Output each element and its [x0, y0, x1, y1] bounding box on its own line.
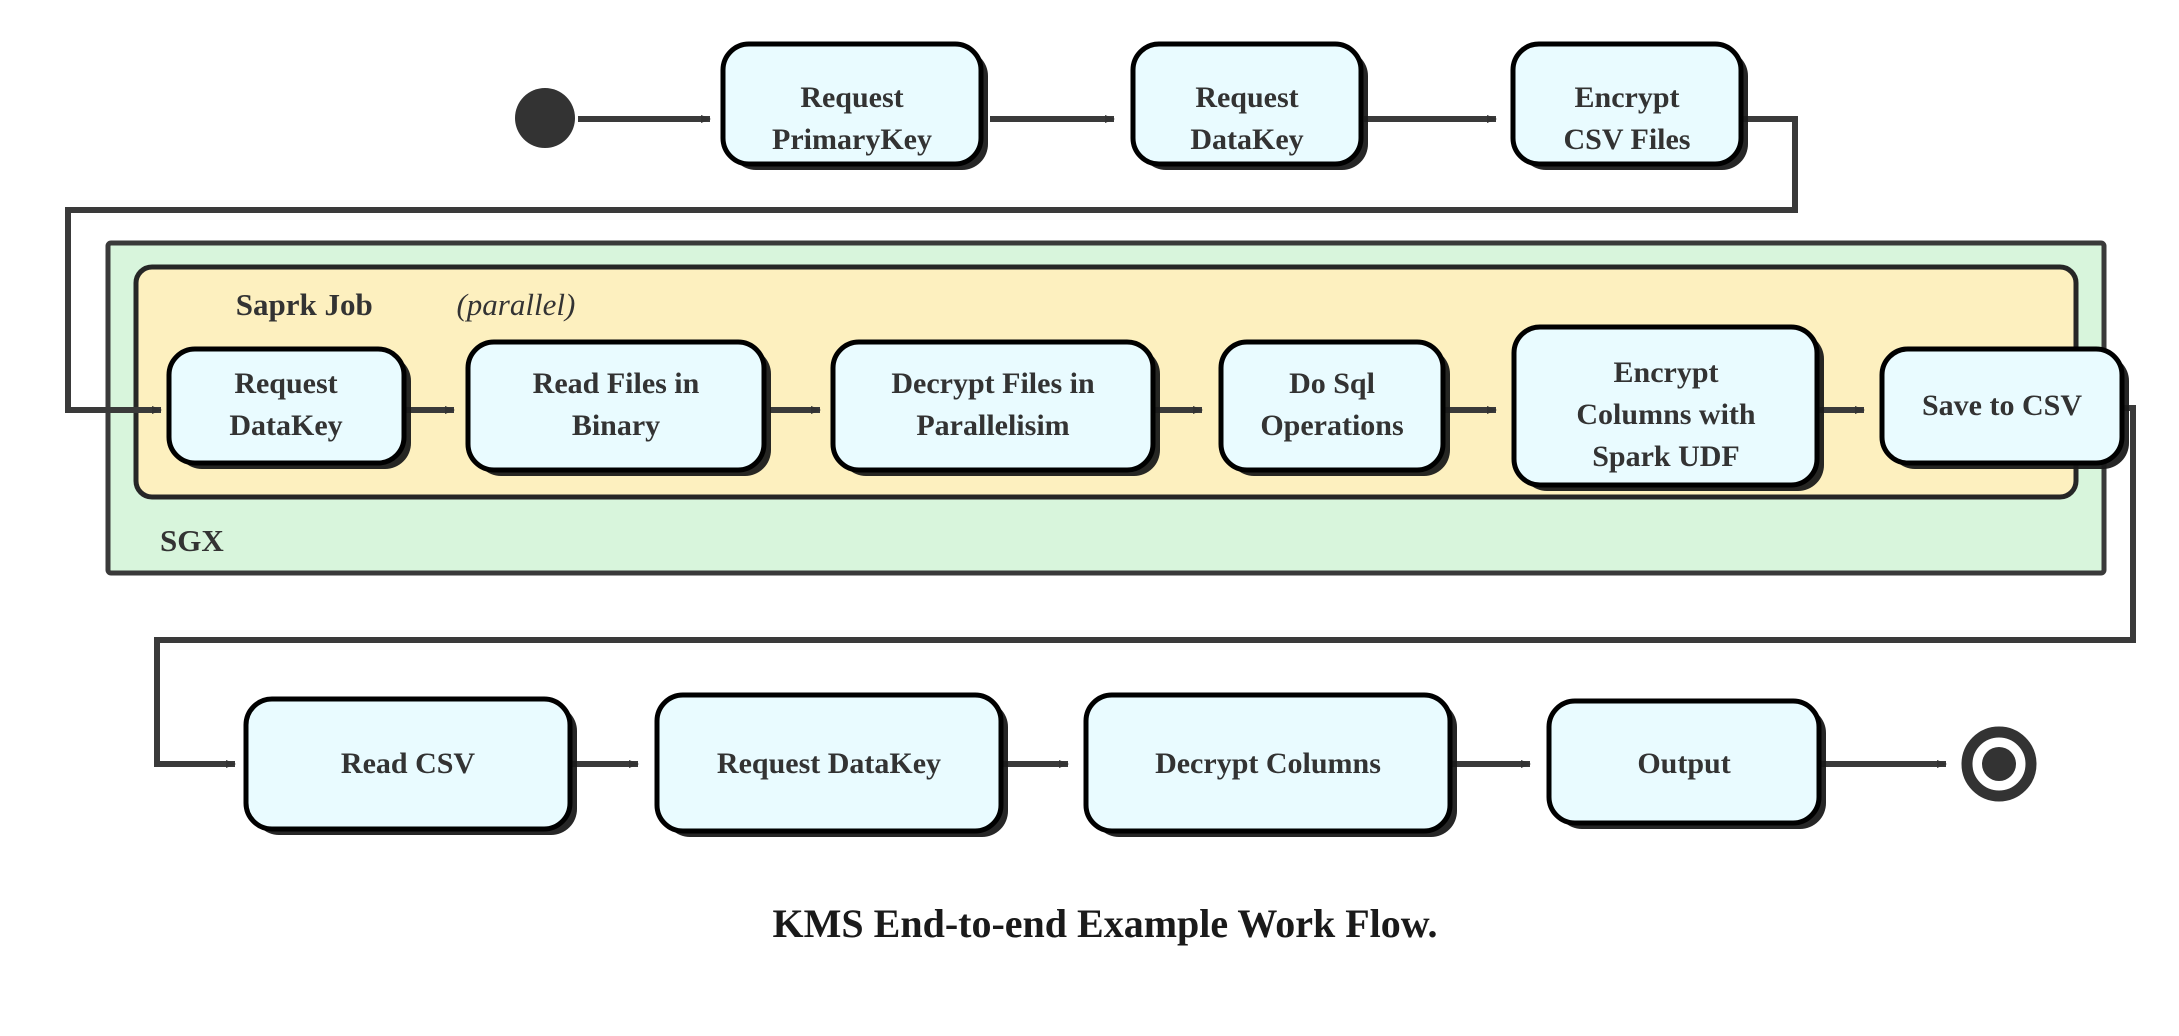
node-request-datakey-spark-line2: DataKey	[229, 409, 342, 442]
node-encrypt-csv-files-line2: CSV Files	[1564, 123, 1691, 156]
node-read-files-in-binary[interactable]: Read Files in Binary	[465, 339, 771, 476]
node-decrypt-files-in-parallelisim-line1: Decrypt Files in	[891, 367, 1095, 400]
node-decrypt-files-in-parallelisim[interactable]: Decrypt Files in Parallelisim	[830, 339, 1160, 476]
node-encrypt-columns-line1: Encrypt	[1614, 356, 1719, 389]
node-output-line1: Output	[1637, 747, 1730, 780]
start-node	[515, 88, 575, 148]
node-do-sql-operations-line1: Do Sql	[1289, 367, 1375, 400]
node-request-datakey-spark-line1: Request	[234, 367, 337, 400]
spark-job-label-bold: Saprk Job	[236, 287, 373, 322]
node-save-to-csv-line1: Save to CSV	[1922, 389, 2082, 422]
edge-encrypt-csv-to-spark-datakey	[65, 116, 1798, 414]
node-request-primarykey-line2: PrimaryKey	[772, 123, 932, 156]
node-read-files-in-binary-line1: Read Files in	[533, 367, 700, 400]
node-encrypt-columns-line3: Spark UDF	[1592, 440, 1740, 473]
figure-caption: KMS End-to-end Example Work Flow.	[773, 901, 1438, 946]
node-request-primarykey[interactable]: Request PrimaryKey	[720, 41, 988, 170]
node-encrypt-columns-with-spark-udf[interactable]: Encrypt Columns with Spark UDF	[1511, 324, 1824, 491]
node-request-primarykey-line1: Request	[800, 81, 903, 114]
end-node	[1961, 726, 2037, 802]
node-read-csv-line1: Read CSV	[341, 747, 476, 780]
node-decrypt-files-in-parallelisim-line2: Parallelisim	[916, 409, 1069, 442]
node-decrypt-columns[interactable]: Decrypt Columns	[1083, 692, 1457, 837]
node-read-files-in-binary-line2: Binary	[572, 409, 660, 442]
node-request-datakey-top-line1: Request	[1195, 81, 1298, 114]
spark-job-label-italic: (parallel)	[456, 287, 575, 322]
node-request-datakey-bottom[interactable]: Request DataKey	[654, 692, 1008, 837]
spark-job-container-label: Saprk Job (parallel)	[166, 287, 630, 322]
node-encrypt-csv-files[interactable]: Encrypt CSV Files	[1510, 41, 1748, 170]
node-encrypt-columns-line2: Columns with	[1576, 398, 1756, 431]
node-do-sql-operations-line2: Operations	[1260, 409, 1403, 442]
node-request-datakey-top[interactable]: Request DataKey	[1130, 41, 1368, 170]
node-request-datakey-bottom-line1: Request DataKey	[717, 747, 941, 780]
node-decrypt-columns-line1: Decrypt Columns	[1155, 747, 1381, 780]
node-do-sql-operations[interactable]: Do Sql Operations	[1218, 339, 1450, 476]
node-encrypt-csv-files-line1: Encrypt	[1575, 81, 1680, 114]
node-request-datakey-top-line2: DataKey	[1190, 123, 1303, 156]
node-request-datakey-spark[interactable]: Request DataKey	[166, 346, 411, 469]
sgx-container-label: SGX	[160, 523, 224, 558]
node-save-to-csv[interactable]: Save to CSV	[1879, 346, 2129, 469]
node-output[interactable]: Output	[1546, 698, 1826, 829]
node-read-csv[interactable]: Read CSV	[243, 696, 577, 835]
